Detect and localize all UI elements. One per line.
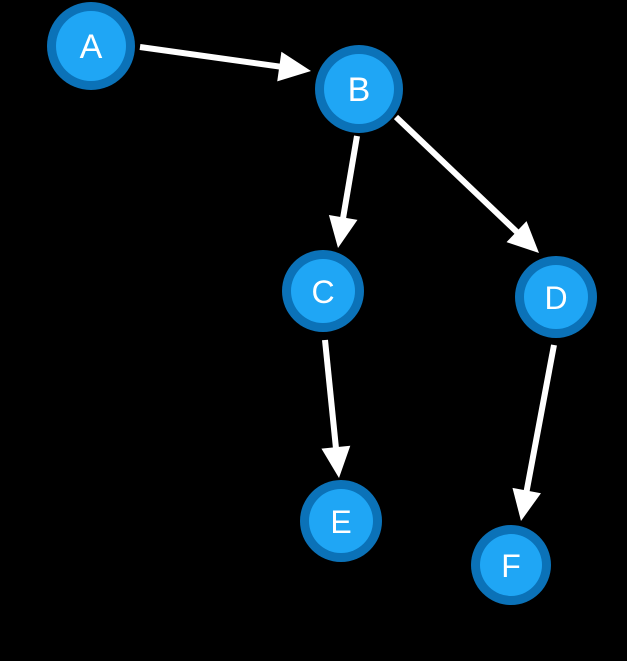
graph-node-d[interactable]: D xyxy=(515,256,597,338)
graph-node-a[interactable]: A xyxy=(47,2,135,90)
edge-line xyxy=(139,44,282,70)
edge-B-C xyxy=(328,135,360,248)
node-label: D xyxy=(544,280,567,316)
node-label: A xyxy=(80,28,103,66)
node-label: F xyxy=(501,548,521,584)
node-label: C xyxy=(311,274,334,310)
node-label: B xyxy=(348,71,371,109)
arrowhead-icon xyxy=(321,445,351,478)
edge-line xyxy=(322,339,340,450)
edge-B-D xyxy=(393,114,539,253)
edge-D-F xyxy=(512,344,557,521)
arrowhead-icon xyxy=(328,215,358,248)
node-label: E xyxy=(330,504,351,540)
edge-C-E xyxy=(321,339,351,478)
node-circle xyxy=(291,259,355,323)
edges-layer xyxy=(139,44,557,521)
arrowhead-icon xyxy=(512,487,541,521)
edge-A-B xyxy=(139,44,311,82)
graph-node-b[interactable]: B xyxy=(315,45,403,133)
nodes-layer: A B C D E F xyxy=(47,2,597,605)
edge-line xyxy=(523,344,557,494)
node-circle xyxy=(324,54,394,124)
graph-node-e[interactable]: E xyxy=(300,480,382,562)
node-circle xyxy=(309,489,373,553)
graph-node-c[interactable]: C xyxy=(282,250,364,332)
arrowhead-icon xyxy=(277,51,311,82)
graph-node-f[interactable]: F xyxy=(471,525,551,605)
arrowhead-icon xyxy=(506,221,539,253)
edge-line xyxy=(393,114,521,236)
node-circle xyxy=(56,11,126,81)
edge-line xyxy=(339,135,360,220)
node-circle xyxy=(524,265,588,329)
node-circle xyxy=(480,534,542,596)
